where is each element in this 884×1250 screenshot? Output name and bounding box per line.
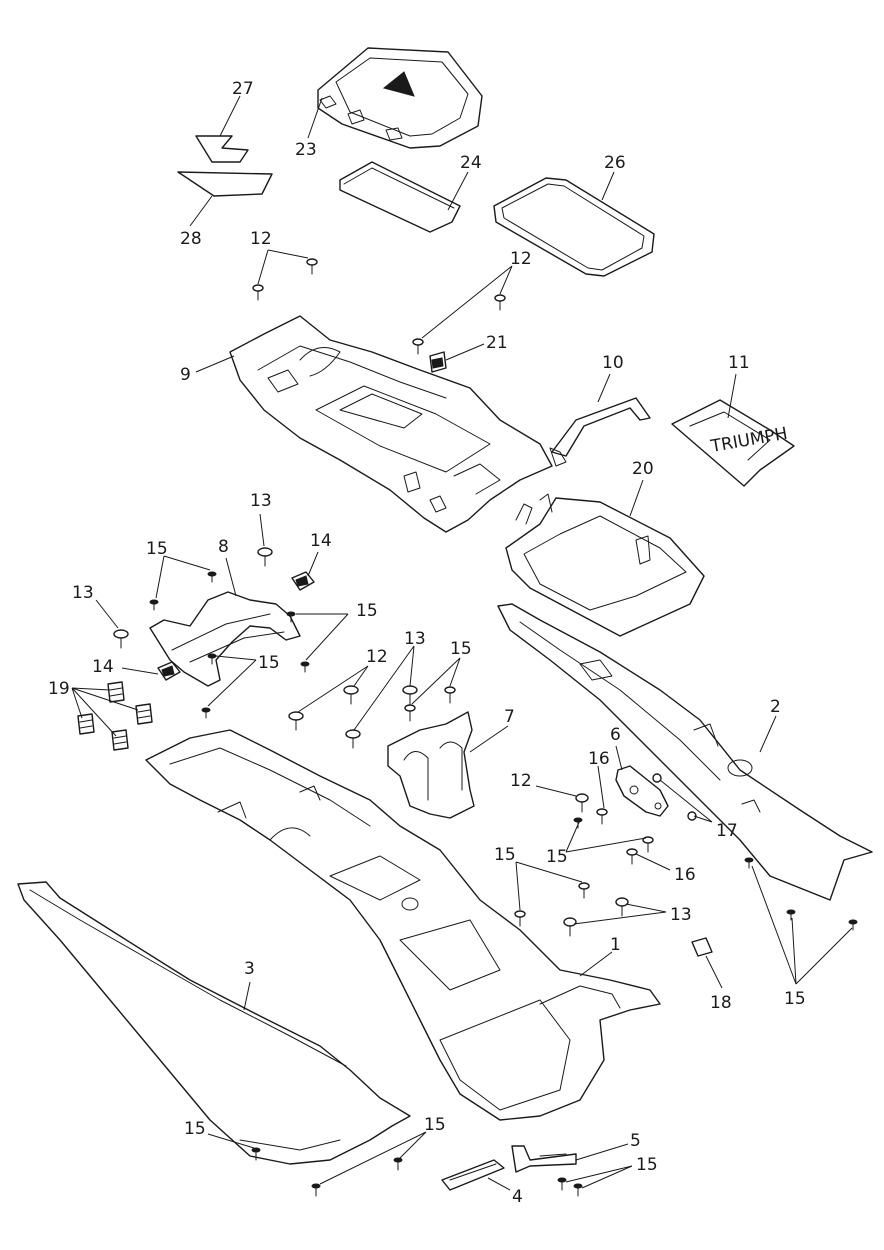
- callout-16-lower: 16: [674, 865, 696, 885]
- callout-27: 27: [232, 79, 254, 99]
- part-11-pouch: TRIUMPH: [671, 399, 795, 487]
- callout-7: 7: [504, 707, 515, 727]
- callout-10: 10: [602, 353, 624, 373]
- part-19-clips: [77, 681, 153, 751]
- part-1-mudguard: [145, 729, 661, 1121]
- callout-14-lower: 14: [92, 657, 114, 677]
- callout-13-middle: 13: [404, 629, 426, 649]
- callout-15-bottom-middle: 15: [424, 1115, 446, 1135]
- part-27-label: [195, 135, 249, 163]
- part-24-pad: [339, 161, 461, 233]
- callout-2: 2: [770, 697, 781, 717]
- part-14-clip-a: [291, 571, 315, 591]
- screws-15-bottom: [251, 1147, 583, 1197]
- callout-4: 4: [512, 1187, 523, 1207]
- callout-15-far-right: 15: [784, 989, 806, 1009]
- callout-16-upper: 16: [588, 749, 610, 769]
- callout-15-bracket-top: 15: [146, 539, 168, 559]
- part-26-seal: [493, 177, 655, 277]
- part-2-rail: [497, 603, 873, 901]
- callout-19: 19: [48, 679, 70, 699]
- callout-1: 1: [610, 935, 621, 955]
- callout-15-bracket-lower: 15: [258, 653, 280, 673]
- callout-15-right-middle: 15: [546, 847, 568, 867]
- callout-15-bottom-right: 15: [636, 1155, 658, 1175]
- part-10-strap: [549, 397, 651, 467]
- callout-15-lower-middle: 15: [494, 845, 516, 865]
- callout-24: 24: [460, 153, 482, 173]
- bolt-12-top-right: [412, 294, 506, 355]
- callout-21: 21: [486, 333, 508, 353]
- part-20-toolbox: [505, 493, 705, 637]
- part-28-decal: [177, 171, 273, 197]
- callout-15-bracket-right: 15: [356, 601, 378, 621]
- screws-15-bracket: [149, 571, 310, 719]
- callout-18: 18: [710, 993, 732, 1013]
- callout-20: 20: [632, 459, 654, 479]
- callout-17: 17: [716, 821, 738, 841]
- callout-28: 28: [180, 229, 202, 249]
- callout-13-upper: 13: [250, 491, 272, 511]
- part-18-grommet: [691, 937, 713, 957]
- callout-12-top-right: 12: [510, 249, 532, 269]
- part-14-clip-b: [157, 661, 181, 681]
- callout-13-lower: 13: [670, 905, 692, 925]
- callout-5: 5: [630, 1131, 641, 1151]
- part-5-bracket: [511, 1145, 577, 1173]
- callout-8: 8: [218, 537, 229, 557]
- callout-26: 26: [604, 153, 626, 173]
- callout-9: 9: [180, 365, 191, 385]
- callout-15-middle: 15: [450, 639, 472, 659]
- callouts: 27 23 24 26 28 12 12 21 9 10 11 13 20 14…: [48, 79, 806, 1207]
- callout-11: 11: [728, 353, 750, 373]
- part-21-clip: [429, 351, 447, 373]
- callout-6: 6: [610, 725, 621, 745]
- callout-12-middle: 12: [366, 647, 388, 667]
- callout-15-bottom-left: 15: [184, 1119, 206, 1139]
- screws-15-right: [744, 857, 858, 931]
- part-6-plate: [615, 765, 669, 817]
- part-4-plate: [441, 1159, 505, 1191]
- screws-lower-middle: [514, 882, 629, 937]
- bolt-13-upper: [113, 547, 273, 649]
- part-9-tray: [229, 315, 553, 533]
- callout-13-left: 13: [72, 583, 94, 603]
- bolts-middle: [288, 685, 456, 749]
- callout-3: 3: [244, 959, 255, 979]
- leader-lines: [71, 95, 853, 1191]
- part-7-bracket: [387, 711, 475, 819]
- callout-12-top-left: 12: [250, 229, 272, 249]
- callout-12-right: 12: [510, 771, 532, 791]
- part-3-panel: [17, 881, 411, 1165]
- callout-14-upper: 14: [310, 531, 332, 551]
- part-8-bracket: [149, 591, 301, 687]
- parts-16-17-fasteners: [573, 773, 697, 865]
- part-23-lid: [317, 47, 483, 149]
- callout-23: 23: [295, 140, 317, 160]
- bolt-12-top-left: [252, 258, 318, 301]
